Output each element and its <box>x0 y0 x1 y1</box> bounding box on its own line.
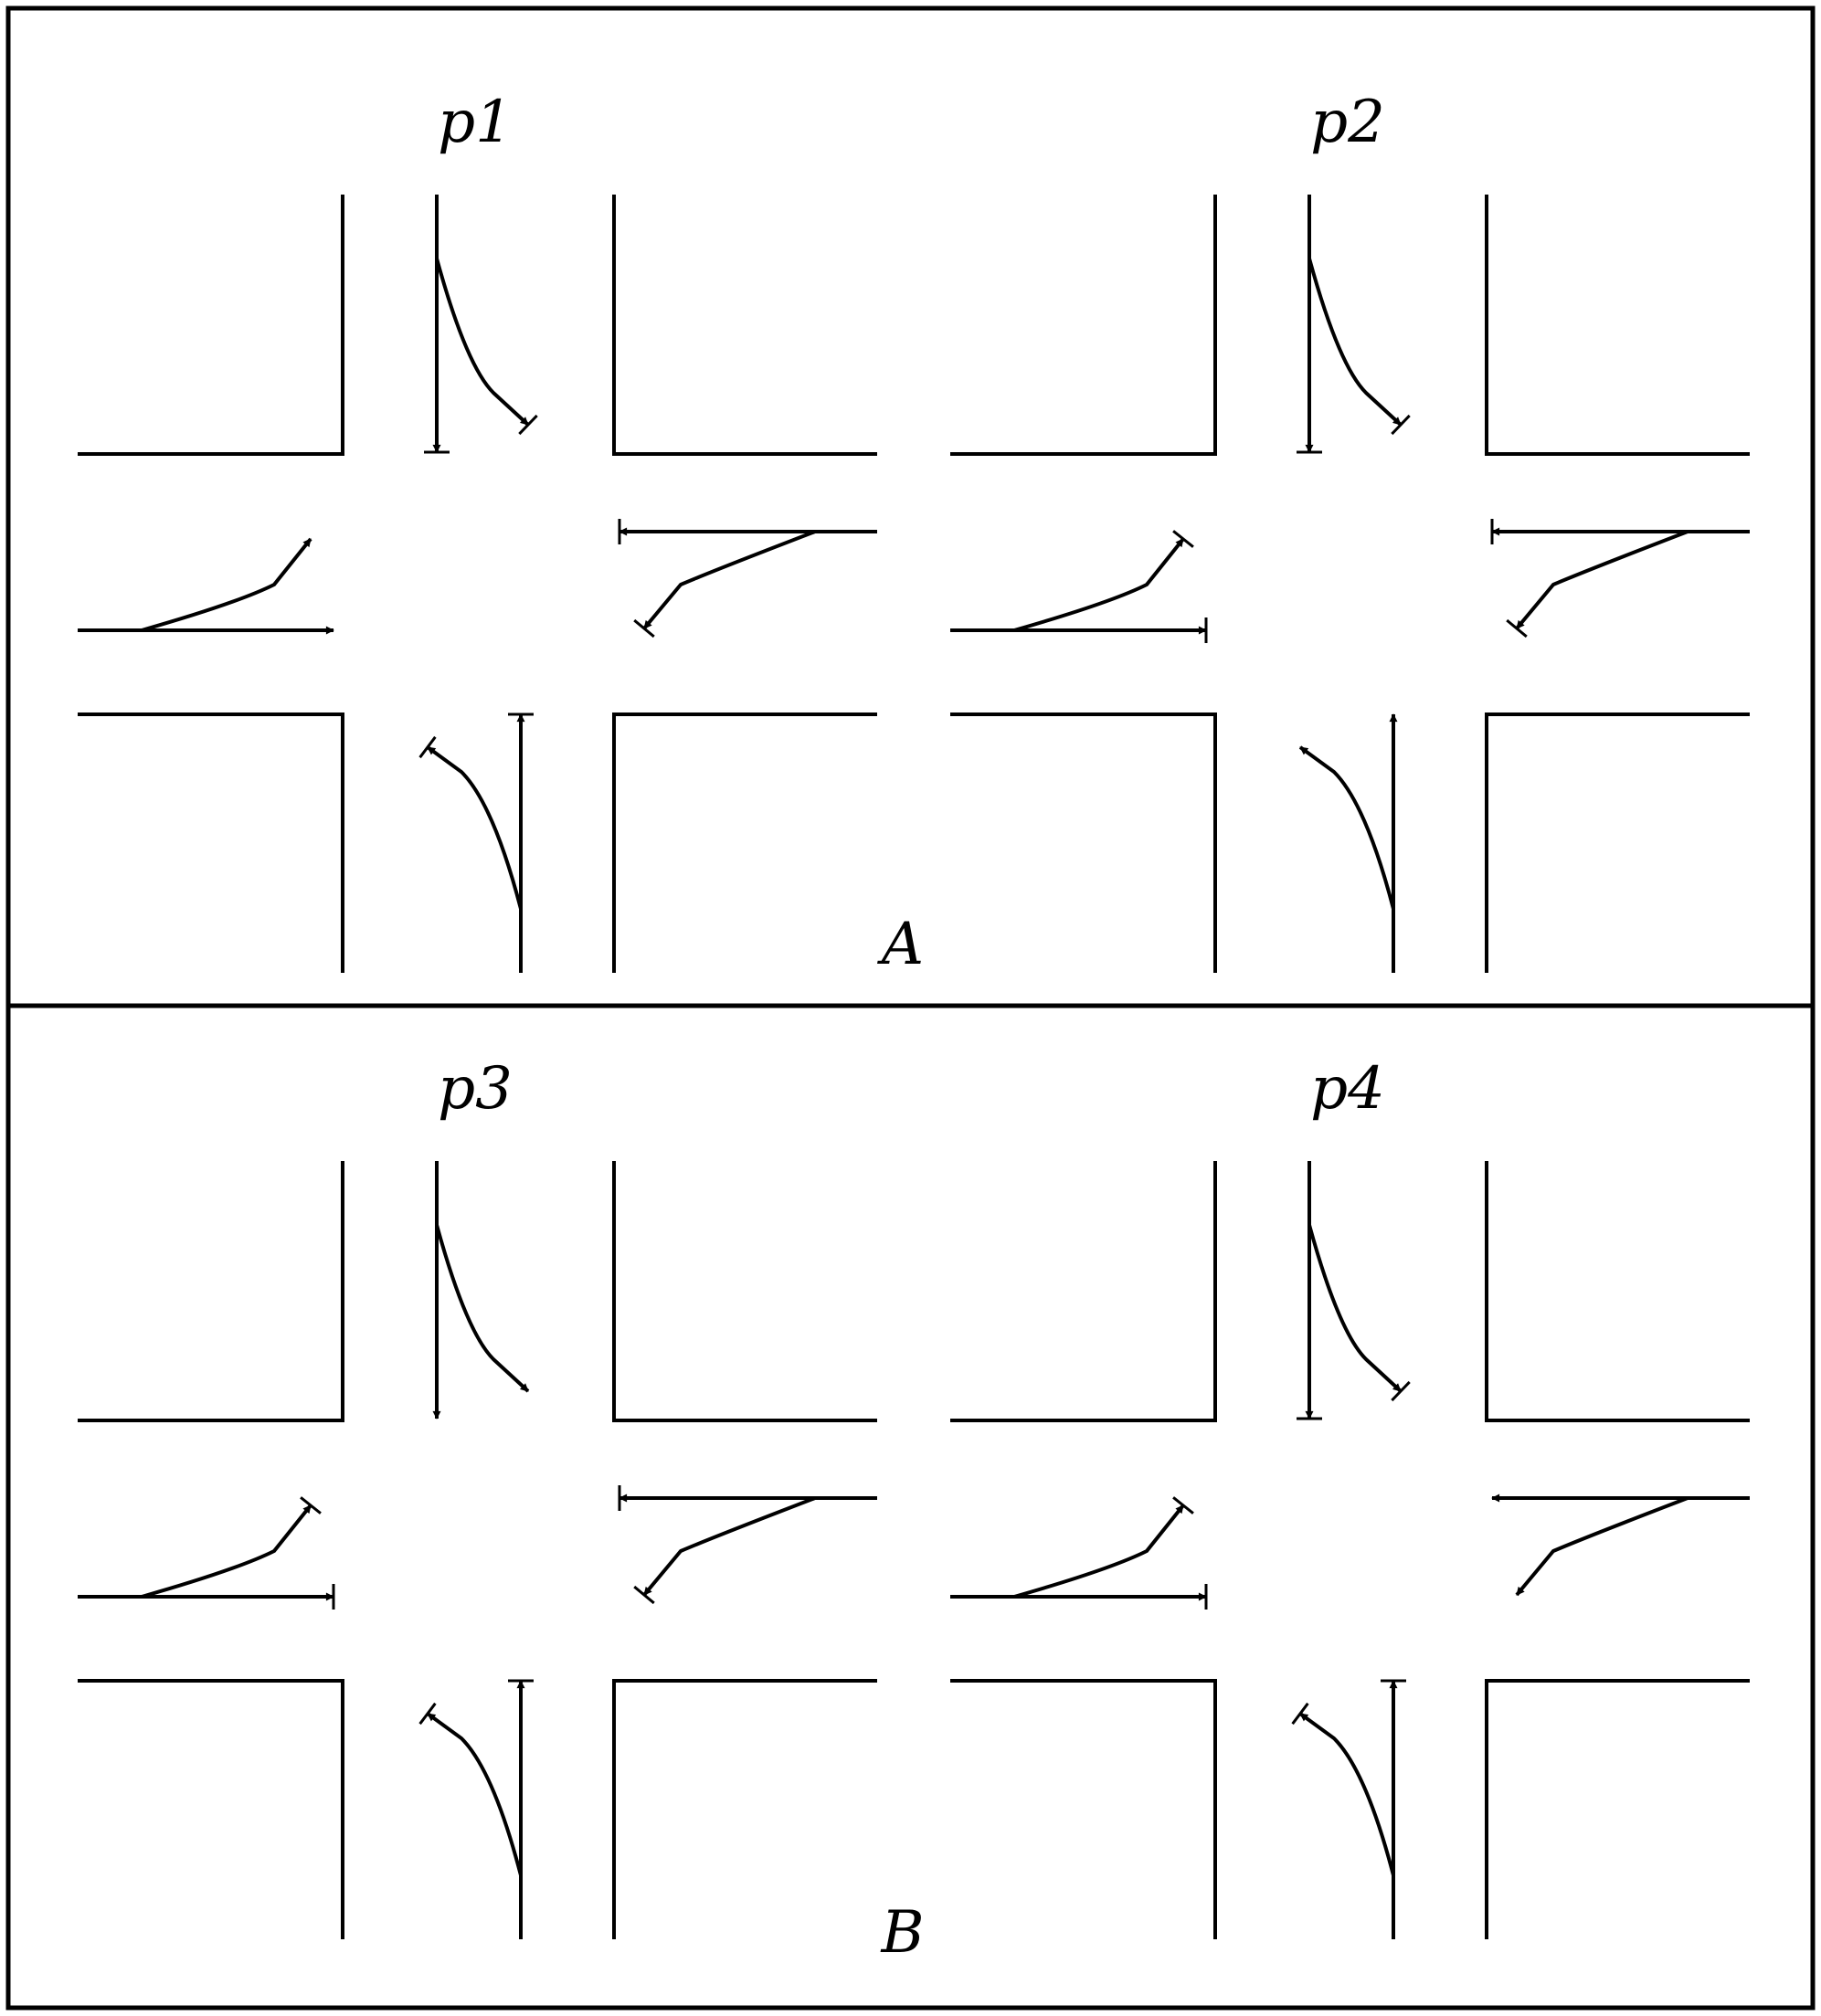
east-left-arrow <box>642 530 816 630</box>
east-left-arrow <box>1515 1496 1689 1597</box>
movement-arrows <box>950 1161 1750 1939</box>
north-left-arrow <box>435 1224 530 1393</box>
corner-se <box>1485 1679 1750 1939</box>
movement-arrows <box>78 195 877 973</box>
corner-sw <box>78 1679 344 1939</box>
corner-ne <box>1485 195 1750 456</box>
west-left-arrow <box>1013 1504 1185 1599</box>
corner-se <box>612 1679 877 1939</box>
movement-arrows <box>78 1161 877 1939</box>
corner-sw <box>78 712 344 973</box>
intersection-roads <box>950 1161 1750 1939</box>
movement-arrows <box>950 195 1750 973</box>
phase-label: p2 <box>1310 89 1385 156</box>
north-left-stop-bar <box>1391 1380 1411 1402</box>
corner-nw <box>950 195 1217 456</box>
west-left-arrow <box>141 537 312 632</box>
north-left-stop-bar <box>518 414 538 436</box>
west-left-arrow <box>141 1504 312 1599</box>
phase-p4: p4 <box>950 1055 1750 1939</box>
north-left-arrow <box>1308 1224 1403 1393</box>
west-left-arrow <box>1013 537 1185 632</box>
intersection-roads <box>78 195 877 973</box>
north-left-arrow <box>1308 258 1403 427</box>
east-left-arrow <box>642 1496 816 1597</box>
south-left-arrow <box>1298 745 1395 910</box>
south-left-arrow <box>1298 1712 1395 1876</box>
phase-p3: p3 <box>78 1055 877 1939</box>
phase-label: p4 <box>1310 1055 1385 1123</box>
north-left-stop-bar <box>1391 414 1411 436</box>
west-left-stop-bar <box>300 1496 322 1515</box>
corner-sw <box>950 712 1217 973</box>
south-left-stop-bar <box>418 1702 437 1726</box>
south-left-stop-bar <box>1291 1702 1309 1726</box>
corner-ne <box>612 1161 877 1422</box>
corner-sw <box>950 1679 1217 1939</box>
phase-p1: p1 <box>78 89 877 973</box>
section-label-b: B <box>880 1899 924 1967</box>
south-left-arrow <box>426 1712 523 1876</box>
north-left-arrow <box>435 258 530 427</box>
intersection-roads <box>950 195 1750 973</box>
east-left-arrow <box>1515 530 1689 630</box>
west-left-stop-bar <box>1172 530 1194 548</box>
corner-ne <box>1485 1161 1750 1422</box>
corner-se <box>1485 712 1750 973</box>
intersection-roads <box>78 1161 877 1939</box>
east-left-stop-bar <box>633 1585 655 1605</box>
corner-nw <box>950 1161 1217 1422</box>
corner-nw <box>78 1161 344 1422</box>
corner-ne <box>612 195 877 456</box>
phase-p2: p2 <box>950 89 1750 973</box>
corner-se <box>612 712 877 973</box>
east-left-stop-bar <box>633 618 655 639</box>
section-label-a: A <box>877 911 924 978</box>
west-left-stop-bar <box>1172 1496 1194 1515</box>
phase-label: p3 <box>438 1055 513 1123</box>
phase-label: p1 <box>438 89 513 156</box>
corner-nw <box>78 195 344 456</box>
east-left-stop-bar <box>1506 618 1528 639</box>
south-left-stop-bar <box>418 735 437 759</box>
south-left-arrow <box>426 745 523 910</box>
